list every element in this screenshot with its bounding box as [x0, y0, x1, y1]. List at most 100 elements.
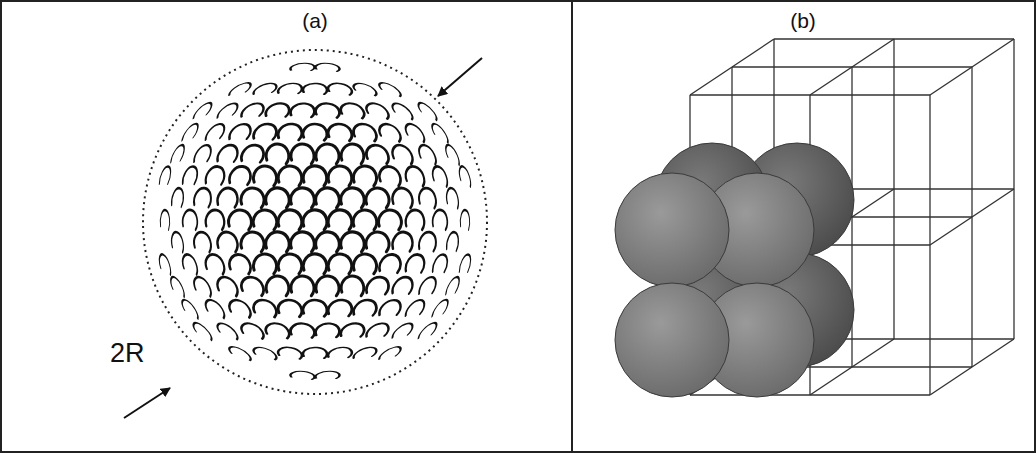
cell-arc [217, 188, 238, 208]
cell-arc [171, 231, 184, 252]
cell-arc [405, 253, 425, 274]
cell-arc [379, 166, 401, 187]
cell-arc [315, 323, 340, 338]
cell-arc [418, 187, 436, 208]
cell-arc [353, 299, 378, 318]
cell-arc [291, 188, 315, 208]
cell-arc [194, 187, 212, 208]
cell-arc [291, 144, 314, 164]
cell-arc [303, 210, 327, 230]
cell-arc [191, 320, 214, 341]
cell-arc [431, 165, 448, 187]
cell-arc [181, 253, 198, 275]
cell-arc [379, 210, 402, 230]
cell-arc [192, 275, 212, 297]
cell-arc [446, 231, 459, 252]
cell-arc [290, 371, 315, 380]
cell-arc [316, 232, 340, 252]
cell-arc [290, 63, 315, 72]
cell-arc [418, 275, 438, 297]
cell-arc [203, 298, 225, 319]
cell-arc [266, 232, 290, 252]
cell-arc [378, 122, 402, 142]
cell-arc [240, 322, 265, 340]
cell-arc [252, 346, 278, 361]
cell-arc [241, 188, 264, 208]
cell-arc [229, 210, 252, 230]
cell-arc [316, 144, 339, 164]
cell-arc [278, 123, 303, 141]
cell-arc [327, 82, 352, 95]
cell-arc [252, 299, 277, 318]
cell-arc [445, 275, 462, 298]
cell-arc [278, 254, 302, 274]
cell-arc [265, 322, 290, 338]
cell-arc [303, 300, 327, 316]
cell-arc [377, 80, 403, 97]
cell-arc [291, 232, 315, 252]
cell-arc [391, 321, 415, 340]
cell-arc [290, 323, 315, 338]
cell-arc [266, 276, 289, 296]
cell-arc [353, 210, 377, 230]
cell-arc [253, 123, 278, 142]
radius-arrow [438, 58, 482, 96]
cell-arc [160, 210, 169, 230]
cell-arc [366, 188, 389, 208]
cell-arc [278, 299, 303, 317]
cell-arc [315, 103, 340, 118]
cell-arc [265, 102, 290, 118]
cell-arc [241, 232, 264, 252]
cell-arc [205, 165, 225, 186]
cell-arc [315, 371, 340, 380]
cell-arc [391, 144, 413, 165]
cell-arc [328, 299, 353, 317]
cell-arc [291, 276, 314, 296]
cell-arc [252, 82, 278, 97]
cell-arc [405, 165, 425, 186]
cell-arc [229, 166, 251, 187]
cell-arc [217, 232, 238, 252]
cell-arc [303, 124, 327, 140]
sphere-packing [615, 143, 854, 397]
panel-divider [571, 1, 573, 452]
cell-arc [340, 102, 365, 118]
cell-arc [341, 276, 364, 296]
cell-arc [406, 210, 424, 230]
cell-cluster [158, 63, 472, 380]
cell-arc [341, 144, 364, 164]
cell-arc [240, 276, 264, 296]
cell-arc [379, 254, 401, 275]
cell-arc [392, 276, 414, 297]
panel-label: (b) [790, 10, 816, 31]
cell-arc [341, 232, 365, 252]
cell-arc [365, 144, 389, 164]
cell-arc [215, 321, 239, 340]
cell-arc [365, 322, 390, 340]
cell-arc [352, 346, 378, 361]
cell-arc [290, 103, 315, 118]
cell-arc [460, 210, 469, 230]
lattice-edge [930, 339, 1014, 395]
cell-arc [352, 82, 378, 97]
cell-arc [253, 254, 276, 274]
cell-arc [316, 276, 339, 296]
cluster-outline [143, 50, 487, 394]
lattice-edge [930, 39, 1014, 95]
cell-arc [404, 298, 426, 319]
cell-arc [429, 121, 449, 144]
cell-arc [182, 165, 199, 187]
cell-arc [228, 80, 254, 97]
cell-arc [278, 166, 302, 186]
cell-arc [458, 165, 472, 188]
cell-arc [433, 210, 448, 230]
cell-arc [303, 254, 327, 274]
cell-arc [341, 188, 365, 208]
cell-arc [417, 320, 440, 341]
cell-arc [183, 210, 198, 230]
cell-arc [303, 83, 327, 94]
cell-arc [390, 101, 414, 120]
cell-arc [192, 100, 215, 121]
